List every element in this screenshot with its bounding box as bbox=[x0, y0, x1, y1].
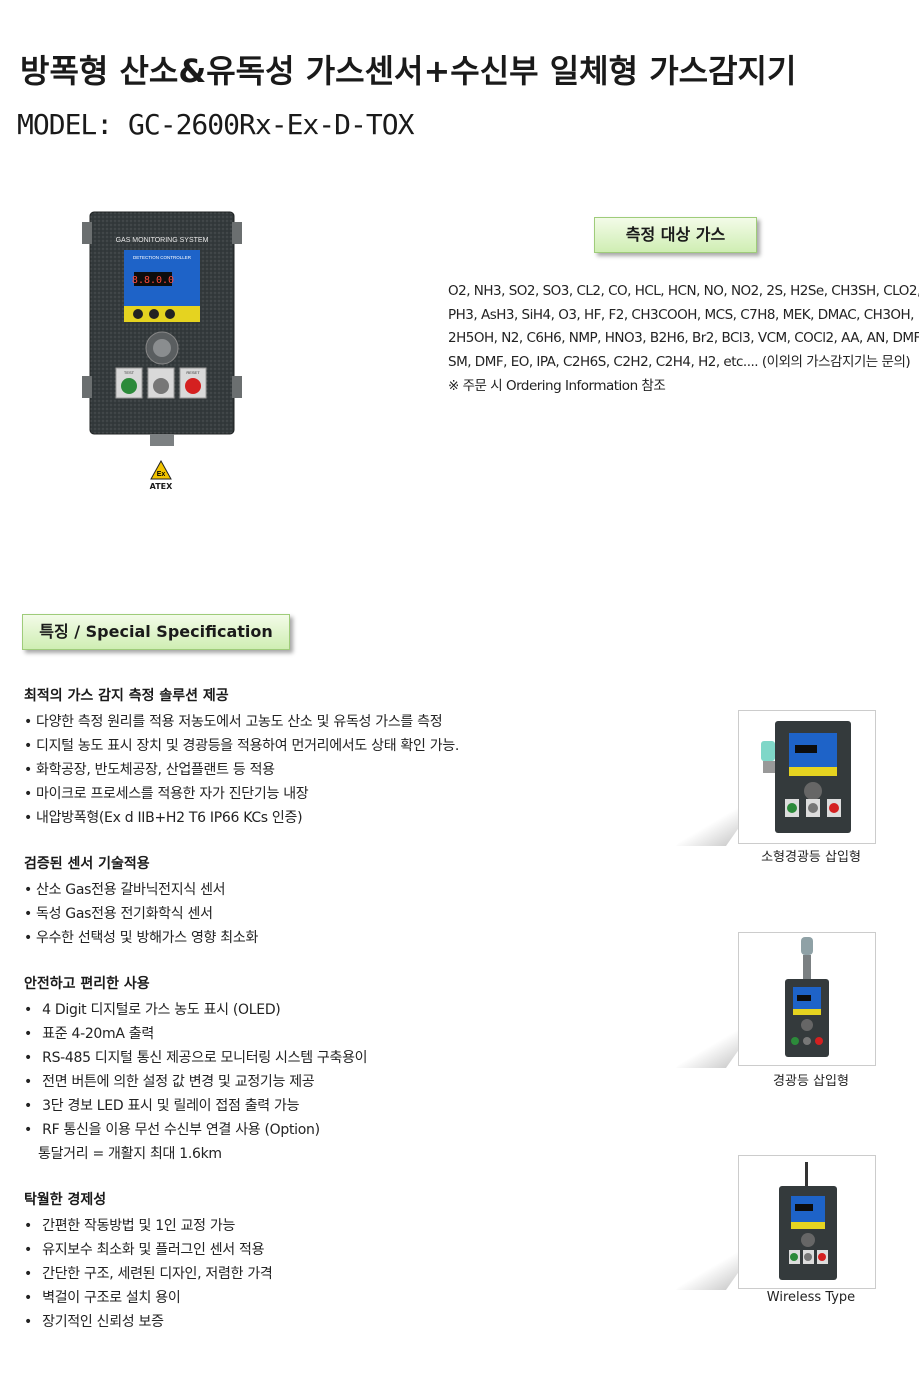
model-number: MODEL: GC-2600Rx-Ex-D-TOX bbox=[17, 108, 414, 141]
spec-section: 안전하고 편리한 사용 • 4 Digit 디지털로 가스 농도 표시 (OLE… bbox=[24, 974, 368, 1166]
button-label-reset: RESET bbox=[186, 370, 200, 375]
list-item: • 벽걸이 구조로 설치 용이 bbox=[24, 1290, 181, 1306]
list-item-continuation: 통달거리 = 개활지 최대 1.6km bbox=[38, 1146, 222, 1162]
list-item: •다양한 측정 원리를 적용 저농도에서 고농도 산소 및 유독성 가스를 측정 bbox=[24, 714, 443, 730]
display-value: 8.8.0.0 bbox=[132, 275, 174, 286]
list-item: • 간단한 구조, 세련된 디자인, 저렴한 가격 bbox=[24, 1266, 273, 1282]
list-item: • 4 Digit 디지털로 가스 농도 표시 (OLED) bbox=[24, 1002, 281, 1018]
section-title: 탁월한 경제성 bbox=[24, 1192, 107, 1208]
list-item: • 장기적인 신뢰성 보증 bbox=[24, 1314, 164, 1330]
spec-section: 최적의 가스 감지 측정 솔루션 제공 •다양한 측정 원리를 적용 저농도에서… bbox=[24, 686, 459, 830]
gas-line: SM, DMF, EO, IPA, C2H6S, C2H2, C2H4, H2,… bbox=[448, 354, 911, 371]
list-item: • 간편한 작동방법 및 1인 교정 가능 bbox=[24, 1218, 236, 1234]
product-image: GAS MONITORING SYSTEM DETECTION CONTROLL… bbox=[82, 211, 242, 446]
atex-symbol: Ex bbox=[157, 471, 166, 478]
gas-line: 2H5OH, N2, C6H6, NMP, HNO3, B2H6, Br2, B… bbox=[448, 330, 919, 347]
list-item: • RS-485 디지털 통신 제공으로 모니터링 시스템 구축용이 bbox=[24, 1050, 368, 1066]
panel-label: DETECTION CONTROLLER bbox=[133, 255, 192, 260]
gas-heading: 측정 대상 가스 bbox=[594, 217, 757, 253]
list-item: •디지털 농도 표시 장치 및 경광등을 적용하여 먼거리에서도 상태 확인 가… bbox=[24, 738, 460, 754]
variant-image-beacon bbox=[738, 932, 876, 1066]
list-item: • 표준 4-20mA 출력 bbox=[24, 1026, 154, 1042]
gas-list: O2, NH3, SO2, SO3, CL2, CO, HCL, HCN, NO… bbox=[448, 280, 919, 399]
gas-note: ※ 주문 시 Ordering Information 참조 bbox=[448, 377, 666, 394]
gas-line: O2, NH3, SO2, SO3, CL2, CO, HCL, HCN, NO… bbox=[448, 283, 919, 299]
variant-image-wireless bbox=[738, 1155, 876, 1289]
atex-icon: Ex bbox=[150, 459, 172, 480]
variant-caption: 경광등 삽입형 bbox=[773, 1074, 849, 1089]
variant-image-small-beacon bbox=[738, 710, 876, 844]
list-item: • 전면 버튼에 의한 설정 값 변경 및 교정기능 제공 bbox=[24, 1074, 315, 1090]
list-item: • 유지보수 최소화 및 플러그인 센서 적용 bbox=[24, 1242, 265, 1258]
page-title: 방폭형 산소&유독성 가스센서+수신부 일체형 가스감지기 bbox=[20, 52, 797, 90]
spec-section: 검증된 센서 기술적용 •산소 Gas전용 갈바닉전지식 센서 •독성 Gas전… bbox=[24, 854, 258, 950]
list-item: •마이크로 프로세스를 적용한 자가 진단기능 내장 bbox=[24, 786, 309, 802]
list-item: •독성 Gas전용 전기화학식 센서 bbox=[24, 906, 213, 922]
section-title: 최적의 가스 감지 측정 솔루션 제공 bbox=[24, 688, 229, 704]
device-label: GAS MONITORING SYSTEM bbox=[116, 237, 209, 244]
variant-caption: 소형경광등 삽입형 bbox=[761, 850, 861, 865]
list-item: • 3단 경보 LED 표시 및 릴레이 접점 출력 가능 bbox=[24, 1098, 300, 1114]
list-item: •우수한 선택성 및 방해가스 영향 최소화 bbox=[24, 930, 259, 946]
variant-caption: Wireless Type bbox=[766, 1290, 856, 1305]
button-label-test: TEST bbox=[124, 370, 135, 375]
list-item: •산소 Gas전용 갈바닉전지식 센서 bbox=[24, 882, 226, 898]
spec-heading: 특징 / Special Specification bbox=[22, 614, 290, 650]
atex-badge: Ex ATEX bbox=[146, 459, 176, 491]
list-item: • RF 통신을 이용 무선 수신부 연결 사용 (Option) bbox=[24, 1122, 320, 1138]
list-item: •화학공장, 반도체공장, 산업플랜트 등 적용 bbox=[24, 762, 275, 778]
atex-label: ATEX bbox=[149, 482, 173, 491]
gas-line: PH3, AsH3, SiH4, O3, HF, F2, CH3COOH, MC… bbox=[448, 306, 914, 323]
section-title: 검증된 센서 기술적용 bbox=[24, 856, 150, 872]
list-item: •내압방폭형(Ex d IIB+H2 T6 IP66 KCs 인증) bbox=[24, 810, 303, 826]
section-title: 안전하고 편리한 사용 bbox=[24, 976, 150, 992]
spec-section: 탁월한 경제성 • 간편한 작동방법 및 1인 교정 가능 • 유지보수 최소화… bbox=[24, 1190, 273, 1334]
